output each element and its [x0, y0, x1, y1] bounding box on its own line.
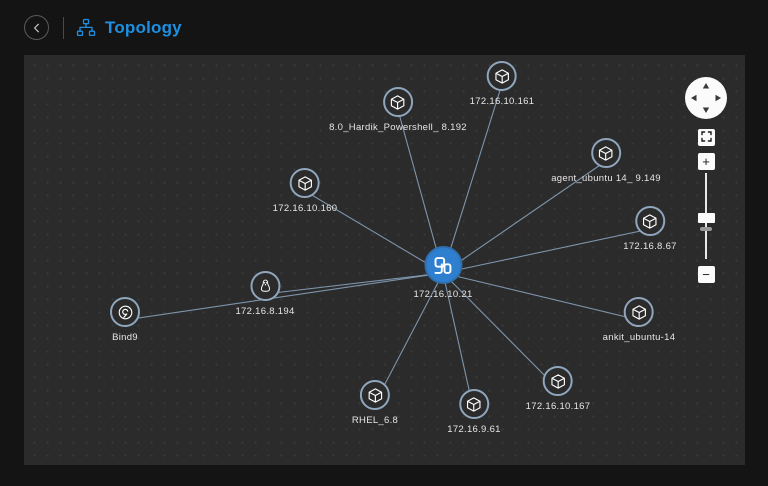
topology-edge	[442, 272, 475, 413]
node-label: 172.16.10.21	[413, 289, 473, 300]
zoom-slider-handle[interactable]	[697, 213, 715, 223]
node-label: agent_ubuntu 14_ 9.149	[551, 173, 661, 184]
topology-node[interactable]: ankit_ubuntu-14	[603, 297, 676, 343]
page-header: Topology	[0, 0, 768, 55]
topology-edge	[264, 272, 444, 295]
linux-tux-icon	[249, 271, 280, 301]
node-label: 172.16.10.161	[469, 96, 535, 107]
topology-node[interactable]: agent_ubuntu 14_ 9.149	[551, 138, 661, 184]
topology-edge	[442, 228, 651, 274]
cube-icon	[623, 297, 654, 327]
topology-edge	[397, 109, 444, 274]
zoom-in-button[interactable]: +	[697, 153, 715, 170]
node-label: 172.16.10.160	[272, 203, 338, 214]
chevron-left-icon	[31, 22, 43, 34]
topology-edge	[442, 160, 607, 274]
topology-node[interactable]: 172.16.8.67	[623, 206, 677, 252]
node-label: 172.16.9.61	[447, 424, 501, 435]
page-title: Topology	[105, 17, 182, 37]
topology-hub-node[interactable]: 172.16.10.21	[413, 246, 472, 300]
topology-node[interactable]: 172.16.9.61	[447, 389, 501, 435]
fit-to-screen-button[interactable]	[697, 129, 715, 146]
topology-edge	[124, 272, 444, 321]
cube-icon	[359, 380, 390, 410]
cube-icon	[487, 61, 517, 91]
cube-icon	[635, 206, 665, 236]
back-button[interactable]	[24, 15, 49, 40]
topology-node[interactable]: 172.16.10.160	[273, 168, 338, 214]
topology-node[interactable]: Bind9	[110, 297, 140, 343]
header-divider	[63, 16, 64, 39]
topology-node[interactable]: 172.16.10.167	[526, 366, 591, 412]
node-label: RHEL_6.8	[351, 415, 399, 426]
pan-compass-icon[interactable]	[685, 77, 727, 119]
node-label: Bind9	[112, 332, 138, 343]
navigation-controls: + −	[685, 77, 727, 283]
topology-node[interactable]: 172.16.8.194	[235, 271, 294, 317]
node-label: ankit_ubuntu-14	[602, 332, 676, 343]
zoom-slider[interactable]	[697, 173, 715, 259]
node-label: 8.0_Hardik_Powershell_ 8.192	[329, 122, 467, 133]
cube-icon	[382, 87, 413, 117]
zoom-slider-tick	[700, 227, 712, 231]
topology-node[interactable]: RHEL_6.8	[352, 380, 398, 426]
topology-icon	[76, 18, 96, 38]
bind9-icon	[110, 297, 140, 327]
topology-edge	[442, 272, 559, 390]
cube-icon	[543, 366, 573, 396]
servers-stack-icon	[423, 246, 462, 284]
zoom-out-button[interactable]: −	[697, 266, 715, 283]
fit-to-screen-icon	[700, 131, 712, 144]
cube-icon	[459, 389, 489, 419]
cube-icon	[591, 138, 621, 168]
node-label: 172.16.8.194	[235, 306, 295, 317]
topology-node[interactable]: 8.0_Hardik_Powershell_ 8.192	[329, 87, 467, 133]
node-label: 172.16.8.67	[623, 241, 677, 252]
topology-edges	[124, 83, 651, 413]
node-label: 172.16.10.167	[525, 401, 591, 412]
topology-node[interactable]: 172.16.10.161	[470, 61, 535, 107]
topology-edge	[374, 272, 444, 404]
topology-canvas[interactable]: 172.16.10.161 8.0_Hardik_Powershell_ 8.19…	[24, 55, 745, 465]
cube-icon	[290, 168, 320, 198]
topology-edge	[442, 83, 503, 274]
topology-edge	[304, 190, 444, 274]
topology-edge	[442, 272, 640, 321]
